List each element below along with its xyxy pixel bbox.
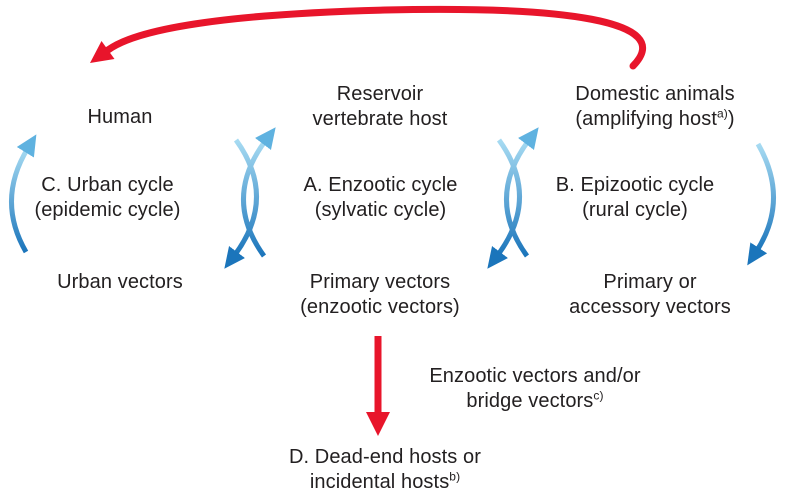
exchange-arrow-down-left — [487, 138, 522, 269]
red-down-arrow — [366, 336, 390, 436]
top-red-arc-arrow — [90, 5, 647, 70]
accessory-vectors-line1: Primary or — [603, 271, 697, 293]
enzootic-cycle-label: A. Enzootic cycle (sylvatic cycle) — [293, 173, 468, 223]
accessory-vectors-line2: accessory vectors — [569, 296, 731, 318]
bridge-vectors-note: Enzootic vectors and/or bridge vectorsc) — [420, 364, 650, 414]
human-host-line1: Human — [87, 106, 153, 128]
accessory-vectors-label: Primary or accessory vectors — [555, 270, 745, 320]
enzootic-epizootic-exchange-arrows — [487, 127, 539, 269]
amplifying-host-text: (amplifying host — [575, 108, 718, 130]
urban-vectors-label: Urban vectors — [40, 270, 200, 295]
urban-cycle-label: C. Urban cycle (epidemic cycle) — [15, 173, 200, 223]
epizootic-cycle-right-arc-path — [747, 142, 776, 266]
urban-cycle-line2: (epidemic cycle) — [34, 199, 181, 221]
primary-vectors-label: Primary vectors (enzootic vectors) — [290, 270, 470, 320]
footnote-marker-a: a) — [717, 106, 728, 121]
urban-cycle-left-arc-arrow — [9, 134, 37, 254]
reservoir-host-line2: vertebrate host — [312, 108, 448, 130]
domestic-animals-label: Domestic animals (amplifying hosta)) — [545, 82, 765, 132]
urban-enzootic-exchange-arrows — [224, 127, 276, 269]
footnote-marker-c: c) — [593, 388, 604, 403]
incidental-hosts-text: incidental hosts — [309, 471, 450, 493]
dead-end-hosts-label: D. Dead-end hosts or incidental hostsb) — [255, 445, 515, 495]
top-red-arc-arrowhead — [90, 41, 115, 63]
urban-cycle-line1: C. Urban cycle — [41, 174, 174, 196]
exchange-arrow-down-left — [224, 138, 259, 269]
footnote-marker-b: b) — [449, 469, 461, 484]
exchange-arrow-up-right — [241, 127, 276, 258]
top-red-arc-path — [104, 5, 647, 70]
enzootic-cycle-line1: A. Enzootic cycle — [303, 174, 458, 196]
enzootic-cycle-line2: (sylvatic cycle) — [314, 199, 447, 221]
domestic-animals-line2: (amplifying hosta)) — [545, 107, 765, 132]
red-down-arrow-head — [366, 412, 390, 436]
dead-end-hosts-line2: incidental hostsb) — [255, 470, 515, 495]
epizootic-cycle-right-arc-arrow — [747, 142, 776, 266]
bridge-vectors-text: bridge vectors — [466, 390, 594, 412]
bridge-vectors-line2: bridge vectorsc) — [420, 389, 650, 414]
reservoir-host-line1: Reservoir — [336, 83, 424, 105]
dead-end-hosts-line1: D. Dead-end hosts or — [288, 446, 482, 468]
epizootic-cycle-label: B. Epizootic cycle (rural cycle) — [545, 173, 725, 223]
primary-vectors-line1: Primary vectors — [309, 271, 451, 293]
urban-cycle-left-arc-path — [9, 134, 37, 254]
urban-vectors-line1: Urban vectors — [57, 271, 183, 293]
epizootic-cycle-line2: (rural cycle) — [582, 199, 688, 221]
epizootic-cycle-line1: B. Epizootic cycle — [555, 174, 715, 196]
primary-vectors-line2: (enzootic vectors) — [300, 296, 460, 318]
exchange-arrow-up-right — [504, 127, 539, 258]
reservoir-host-label: Reservoir vertebrate host — [290, 82, 470, 132]
bridge-vectors-line1: Enzootic vectors and/or — [429, 365, 641, 387]
amplifying-host-close-paren: ) — [727, 108, 735, 130]
human-host-label: Human — [40, 105, 200, 130]
domestic-animals-line1: Domestic animals — [575, 83, 735, 105]
